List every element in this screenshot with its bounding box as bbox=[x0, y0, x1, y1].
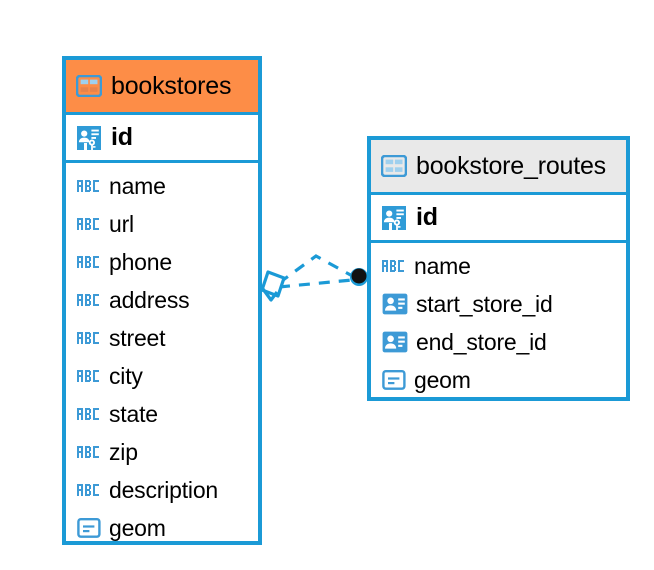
field-label: id bbox=[111, 123, 133, 151]
field-label: url bbox=[109, 210, 134, 237]
field-row-primary-key[interactable]: id bbox=[371, 192, 626, 243]
field-label: zip bbox=[109, 438, 138, 465]
entity-header-bookstores[interactable]: bookstores bbox=[66, 60, 258, 112]
field-label: name bbox=[109, 172, 166, 199]
geometry-type-icon bbox=[382, 369, 406, 391]
field-label: start_store_id bbox=[416, 290, 553, 317]
field-label: phone bbox=[109, 248, 172, 275]
table-icon bbox=[380, 154, 408, 178]
primary-key-icon bbox=[381, 205, 407, 231]
field-row-url[interactable]: url bbox=[66, 205, 258, 243]
text-type-icon bbox=[77, 331, 101, 345]
field-row-name[interactable]: name bbox=[66, 167, 258, 205]
field-row-description[interactable]: description bbox=[66, 471, 258, 509]
field-label: state bbox=[109, 400, 158, 427]
field-list-bookstores: name u bbox=[66, 163, 258, 547]
text-type-icon bbox=[77, 445, 101, 459]
field-row-city[interactable]: city bbox=[66, 357, 258, 395]
text-type-icon bbox=[77, 407, 101, 421]
text-type-icon bbox=[77, 293, 101, 307]
field-label: address bbox=[109, 286, 190, 313]
text-type-icon bbox=[77, 483, 101, 497]
geometry-type-icon bbox=[77, 517, 101, 539]
entity-title: bookstore_routes bbox=[416, 151, 606, 180]
field-row-zip[interactable]: zip bbox=[66, 433, 258, 471]
field-row-street[interactable]: street bbox=[66, 319, 258, 357]
field-row-primary-key[interactable]: id bbox=[66, 112, 258, 163]
field-row-geom[interactable]: geom bbox=[371, 361, 626, 399]
relationship-line-lower bbox=[278, 278, 353, 289]
text-type-icon bbox=[77, 369, 101, 383]
entity-bookstore-routes[interactable]: bookstore_routes id bbox=[367, 136, 630, 401]
table-icon bbox=[75, 74, 103, 98]
text-type-icon bbox=[77, 255, 101, 269]
diamond-crowfoot-marker bbox=[260, 270, 286, 302]
entity-title: bookstores bbox=[111, 71, 232, 100]
field-label: street bbox=[109, 324, 166, 351]
field-label: city bbox=[109, 362, 143, 389]
foreign-key-icon bbox=[382, 293, 408, 315]
field-label: name bbox=[414, 252, 471, 279]
field-label: geom bbox=[414, 366, 471, 393]
field-label: end_store_id bbox=[416, 328, 547, 355]
field-row-geom[interactable]: geom bbox=[66, 509, 258, 547]
relationship-line-bookstores-to-bookstore-routes bbox=[278, 254, 357, 289]
field-row-address[interactable]: address bbox=[66, 281, 258, 319]
field-row-end-store-id[interactable]: end_store_id bbox=[371, 323, 626, 361]
foreign-key-icon bbox=[382, 331, 408, 353]
field-row-start-store-id[interactable]: start_store_id bbox=[371, 285, 626, 323]
field-row-phone[interactable]: phone bbox=[66, 243, 258, 281]
primary-key-icon bbox=[76, 125, 102, 151]
entity-bookstores[interactable]: bookstores id bbox=[62, 56, 262, 545]
entity-header-bookstore-routes[interactable]: bookstore_routes bbox=[371, 140, 626, 192]
text-type-icon bbox=[77, 179, 101, 193]
text-type-icon bbox=[382, 259, 406, 273]
field-label: description bbox=[109, 476, 219, 503]
filled-circle-marker bbox=[350, 268, 368, 286]
field-list-bookstore-routes: name start_store_id bbox=[371, 243, 626, 399]
field-row-state[interactable]: state bbox=[66, 395, 258, 433]
field-label: geom bbox=[109, 514, 166, 541]
field-row-name[interactable]: name bbox=[371, 247, 626, 285]
field-label: id bbox=[416, 203, 438, 231]
text-type-icon bbox=[77, 217, 101, 231]
relationship-line-upper bbox=[278, 254, 357, 285]
